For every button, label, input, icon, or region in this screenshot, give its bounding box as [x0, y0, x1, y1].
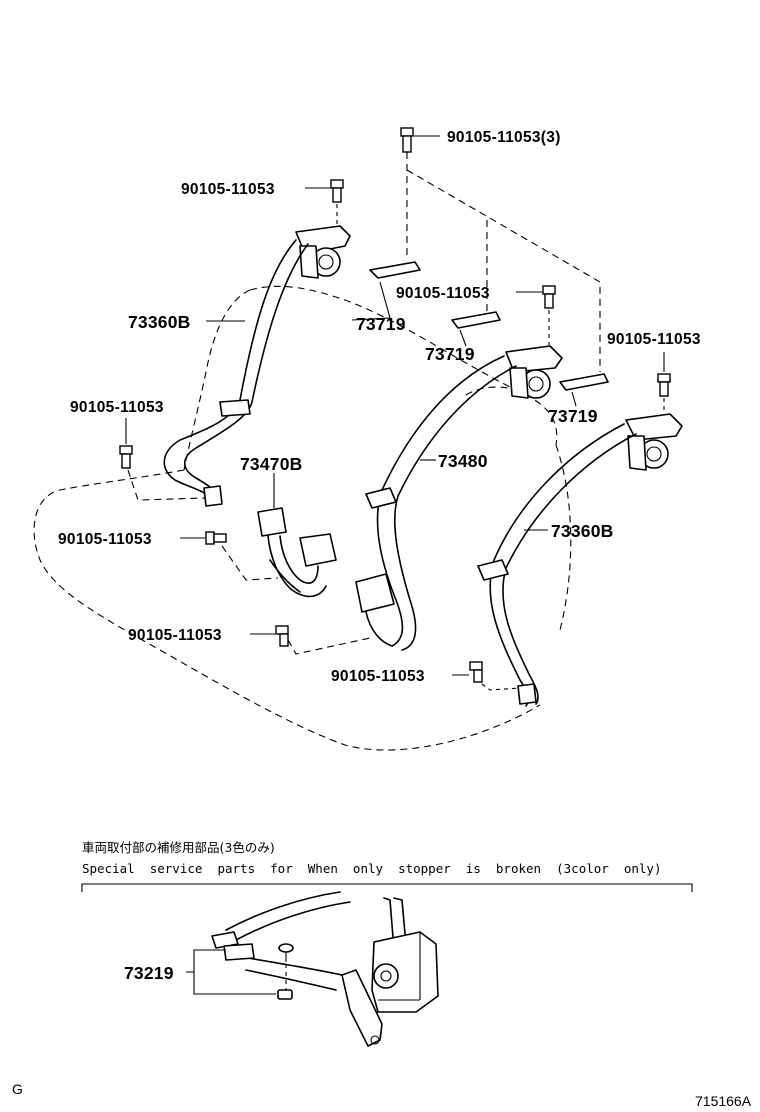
- note-bracket-line: [81, 883, 693, 892]
- bolt-left-low-icon: [205, 531, 227, 545]
- corner-right-code: 715166A: [695, 1093, 752, 1109]
- label-bolt-center: 90105-11053: [396, 285, 490, 302]
- bolt-right-icon: [657, 373, 671, 397]
- seat-outline: [33, 285, 572, 751]
- label-belt-center: 73480: [438, 451, 488, 471]
- label-belt-right: 73360B: [551, 521, 614, 541]
- belt-center-part: [355, 345, 563, 651]
- label-bolt-right: 90105-11053: [607, 331, 701, 348]
- label-bracket-right: 73719: [548, 406, 598, 426]
- bolt-left-top-icon: [330, 179, 344, 203]
- bolt-top-icon: [400, 127, 414, 153]
- label-bolt-top: 90105-11053(3): [447, 129, 561, 146]
- note-japanese: 車両取付部の補修用部品(3色のみ): [82, 840, 275, 855]
- label-bracket-center: 73719: [425, 344, 475, 364]
- buckle-left-part: [257, 507, 337, 598]
- bolt-left-mid-icon: [119, 445, 133, 469]
- note-english: Special service parts for When only stop…: [82, 861, 661, 876]
- bracket-right-part: [559, 373, 609, 407]
- label-bolt-bottom-left: 90105-11053: [128, 627, 222, 644]
- bolt-center-icon: [542, 285, 556, 309]
- belt-left-part: [163, 225, 351, 507]
- stopper-detail-part: [211, 891, 439, 1047]
- label-bolt-left-low: 90105-11053: [58, 531, 152, 548]
- label-bolt-bottom-center: 90105-11053: [331, 668, 425, 685]
- bolt-bottom-center-icon: [469, 661, 483, 683]
- bracket-center-part: [451, 311, 501, 347]
- bolt-top-group: [400, 127, 601, 372]
- label-bolt-left-mid: 90105-11053: [70, 399, 164, 416]
- bolt-bottom-left-icon: [275, 625, 289, 647]
- belt-right-part: [477, 413, 683, 707]
- label-bracket-left: 73719: [356, 314, 406, 334]
- label-bolt-left-top: 90105-11053: [181, 181, 275, 198]
- label-buckle-left: 73470B: [240, 454, 303, 474]
- label-belt-left: 73360B: [128, 312, 191, 332]
- bracket-left-part: [351, 261, 421, 321]
- label-stopper: 73219: [124, 963, 174, 983]
- corner-left-code: G: [12, 1081, 23, 1097]
- stopper-leader: [186, 949, 276, 995]
